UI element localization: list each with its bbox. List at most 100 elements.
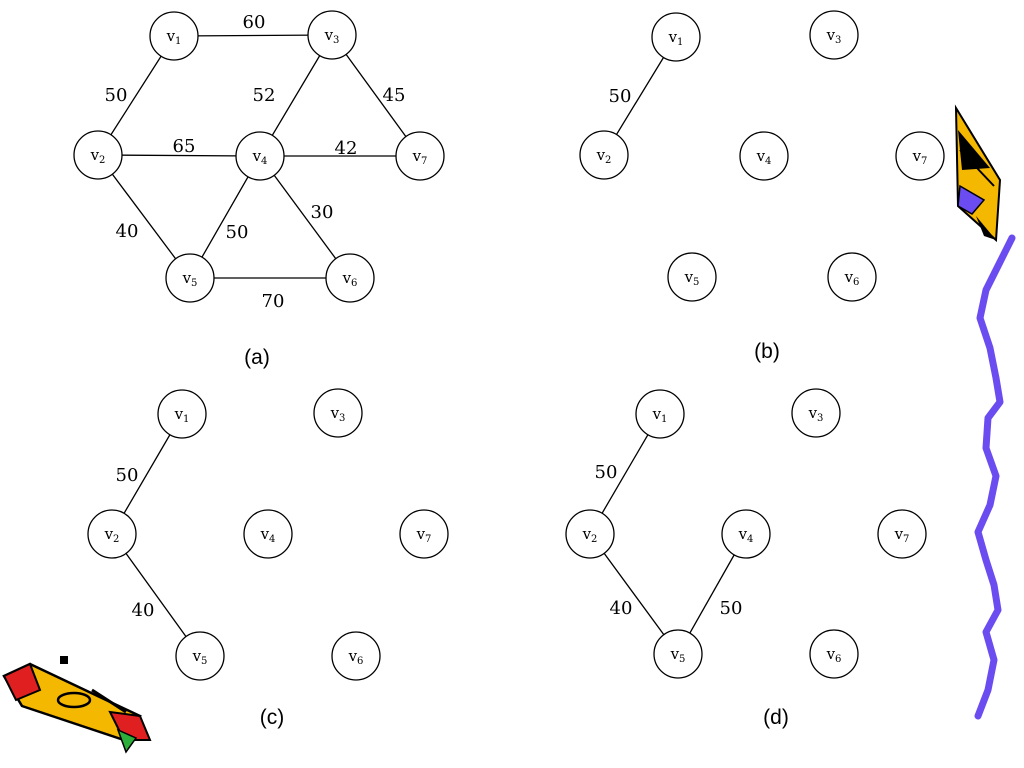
node-v6: v6 xyxy=(809,629,859,679)
node-v3: v3 xyxy=(313,388,363,438)
node-label: v2 xyxy=(596,146,612,166)
edge-weight: 50 xyxy=(105,85,128,106)
crayon-icon xyxy=(2,656,152,754)
node-label: v7 xyxy=(912,147,928,167)
node-v3: v3 xyxy=(307,10,357,60)
edge-weight: 40 xyxy=(610,598,633,619)
node-label: v2 xyxy=(104,525,120,545)
node-circle xyxy=(827,252,877,302)
node-circle xyxy=(395,131,445,181)
node-label: v3 xyxy=(324,26,340,46)
node-circle xyxy=(791,388,841,438)
edge-v2-v5 xyxy=(97,154,191,279)
node-circle xyxy=(313,388,363,438)
edge-weight: 50 xyxy=(226,222,249,243)
node-v5: v5 xyxy=(653,629,703,679)
node-label: v1 xyxy=(174,405,190,425)
node-label: v5 xyxy=(182,269,198,289)
edge-weight: 50 xyxy=(116,465,139,486)
graph-caption: (c) xyxy=(260,706,285,729)
node-circle xyxy=(895,131,945,181)
graph-d: v1 v3 v2 v4 v7 v5 v6 50 40 50 (d) xyxy=(565,388,927,729)
edge-weight: 50 xyxy=(595,462,618,483)
node-circle xyxy=(325,253,375,303)
node-circle xyxy=(721,509,771,559)
node-label: v4 xyxy=(738,525,754,545)
node-circle xyxy=(175,631,225,681)
edge-weight: 50 xyxy=(720,598,743,619)
node-label: v3 xyxy=(808,404,824,424)
node-label: v2 xyxy=(90,146,106,166)
node-v3: v3 xyxy=(809,10,859,60)
node-circle xyxy=(877,509,927,559)
node-label: v7 xyxy=(894,525,910,545)
node-v1: v1 xyxy=(149,11,199,61)
node-v1: v1 xyxy=(635,389,685,439)
node-v6: v6 xyxy=(827,252,877,302)
node-circle xyxy=(165,253,215,303)
node-circle xyxy=(635,389,685,439)
node-v2: v2 xyxy=(87,509,137,559)
node-v2: v2 xyxy=(73,130,123,180)
node-label: v6 xyxy=(342,269,358,289)
edge-weight: 65 xyxy=(173,136,196,157)
node-v4: v4 xyxy=(235,131,285,181)
edge-v2-v5 xyxy=(589,533,679,655)
node-label: v4 xyxy=(756,147,772,167)
node-label: v3 xyxy=(330,404,346,424)
node-v6: v6 xyxy=(325,253,375,303)
squiggle-icon xyxy=(974,234,1016,720)
node-circle xyxy=(243,509,293,559)
node-circle xyxy=(653,629,703,679)
node-circle xyxy=(331,631,381,681)
edge-weight: 52 xyxy=(253,85,276,106)
node-v3: v3 xyxy=(791,388,841,438)
node-v7: v7 xyxy=(399,509,449,559)
node-v4: v4 xyxy=(721,509,771,559)
node-v5: v5 xyxy=(165,253,215,303)
graph-caption: (d) xyxy=(763,706,789,729)
node-circle xyxy=(565,509,615,559)
edge-weight: 40 xyxy=(132,600,155,621)
node-circle xyxy=(73,130,123,180)
pencil-icon xyxy=(954,104,1002,243)
edge-weight: 30 xyxy=(311,202,334,223)
node-circle xyxy=(307,10,357,60)
edge-weight: 50 xyxy=(609,86,632,107)
node-label: v6 xyxy=(348,647,364,667)
node-v7: v7 xyxy=(895,131,945,181)
graph-caption: (a) xyxy=(244,346,270,369)
node-circle xyxy=(87,509,137,559)
node-label: v7 xyxy=(416,525,432,545)
node-label: v3 xyxy=(826,26,842,46)
node-label: v6 xyxy=(844,268,860,288)
node-v2: v2 xyxy=(565,509,615,559)
graph-b: v1 v3 v2 v4 v7 v5 v6 50 (b) xyxy=(579,10,945,363)
node-circle xyxy=(809,629,859,679)
node-circle xyxy=(149,11,199,61)
edge-v2-v4 xyxy=(97,154,261,157)
node-v2: v2 xyxy=(579,130,629,180)
node-label: v5 xyxy=(684,268,700,288)
graph-caption: (b) xyxy=(754,340,780,363)
node-v5: v5 xyxy=(175,631,225,681)
node-circle xyxy=(579,130,629,180)
node-label: v6 xyxy=(826,645,842,665)
node-v1: v1 xyxy=(651,12,701,62)
graph-c: v1 v3 v2 v4 v7 v5 v6 50 40 (c) xyxy=(87,388,449,729)
node-v1: v1 xyxy=(157,389,207,439)
node-circle xyxy=(399,509,449,559)
node-circle xyxy=(667,252,717,302)
edge-weight: 45 xyxy=(383,85,406,106)
node-label: v2 xyxy=(582,525,598,545)
node-label: v1 xyxy=(652,405,668,425)
node-label: v7 xyxy=(412,147,428,167)
edge-weight: 42 xyxy=(335,138,358,159)
node-label: v1 xyxy=(166,27,182,47)
node-v4: v4 xyxy=(243,509,293,559)
node-label: v5 xyxy=(192,647,208,667)
edge-v3-v7 xyxy=(331,34,421,157)
node-label: v1 xyxy=(668,28,684,48)
